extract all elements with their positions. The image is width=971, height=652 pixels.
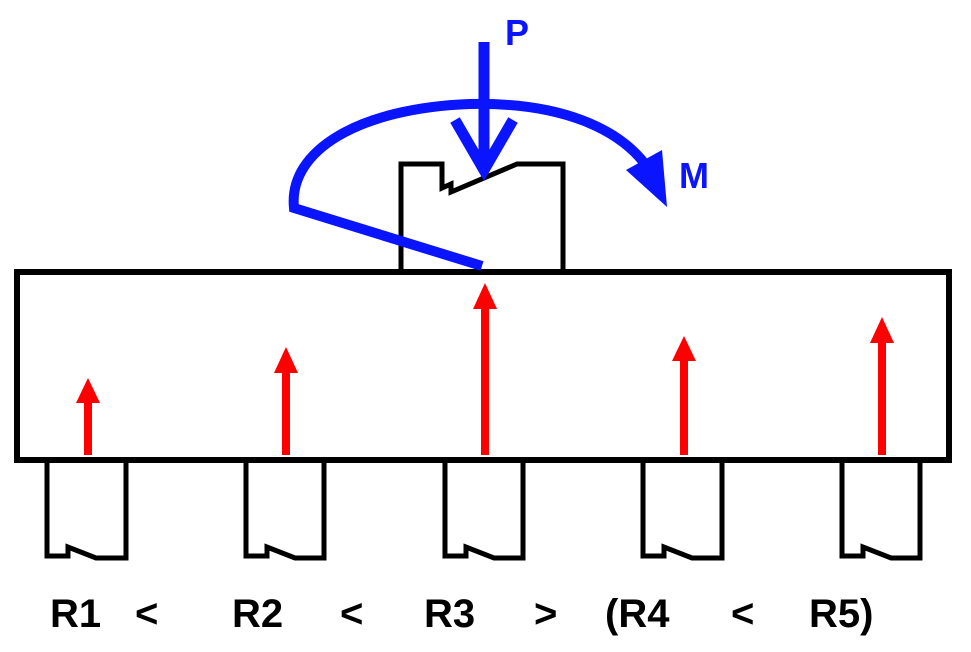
symbol-lt-2: < [340, 592, 363, 636]
label-r4: (R4 [605, 592, 670, 636]
label-r2: R2 [232, 592, 283, 636]
symbol-gt-3: > [534, 592, 557, 636]
moment-arrow [288, 98, 667, 271]
reaction-comparison: R1 < R2 < R3 > (R4 < R5) [50, 592, 873, 636]
label-r1: R1 [50, 592, 101, 636]
label-r5: R5) [809, 592, 873, 636]
reaction-arrow-r3 [473, 283, 497, 455]
reaction-arrow-r1 [76, 378, 100, 455]
reaction-arrows [76, 283, 894, 455]
reaction-arrow-r5 [870, 317, 894, 455]
symbol-lt-1: < [135, 592, 158, 636]
load-arrow [450, 42, 518, 181]
pile-2 [243, 460, 327, 561]
pile-1 [44, 460, 129, 561]
label-r3: R3 [424, 592, 475, 636]
reaction-arrow-r4 [672, 336, 696, 455]
pile-cap [14, 269, 952, 463]
pile-5 [839, 460, 923, 561]
pile-4 [640, 460, 725, 561]
load-label: P [505, 12, 529, 53]
moment-label: M [679, 155, 709, 196]
pile-3 [442, 460, 526, 561]
symbol-lt-4: < [731, 592, 754, 636]
reaction-arrow-r2 [274, 347, 298, 455]
column [398, 161, 566, 272]
piles [44, 460, 923, 561]
